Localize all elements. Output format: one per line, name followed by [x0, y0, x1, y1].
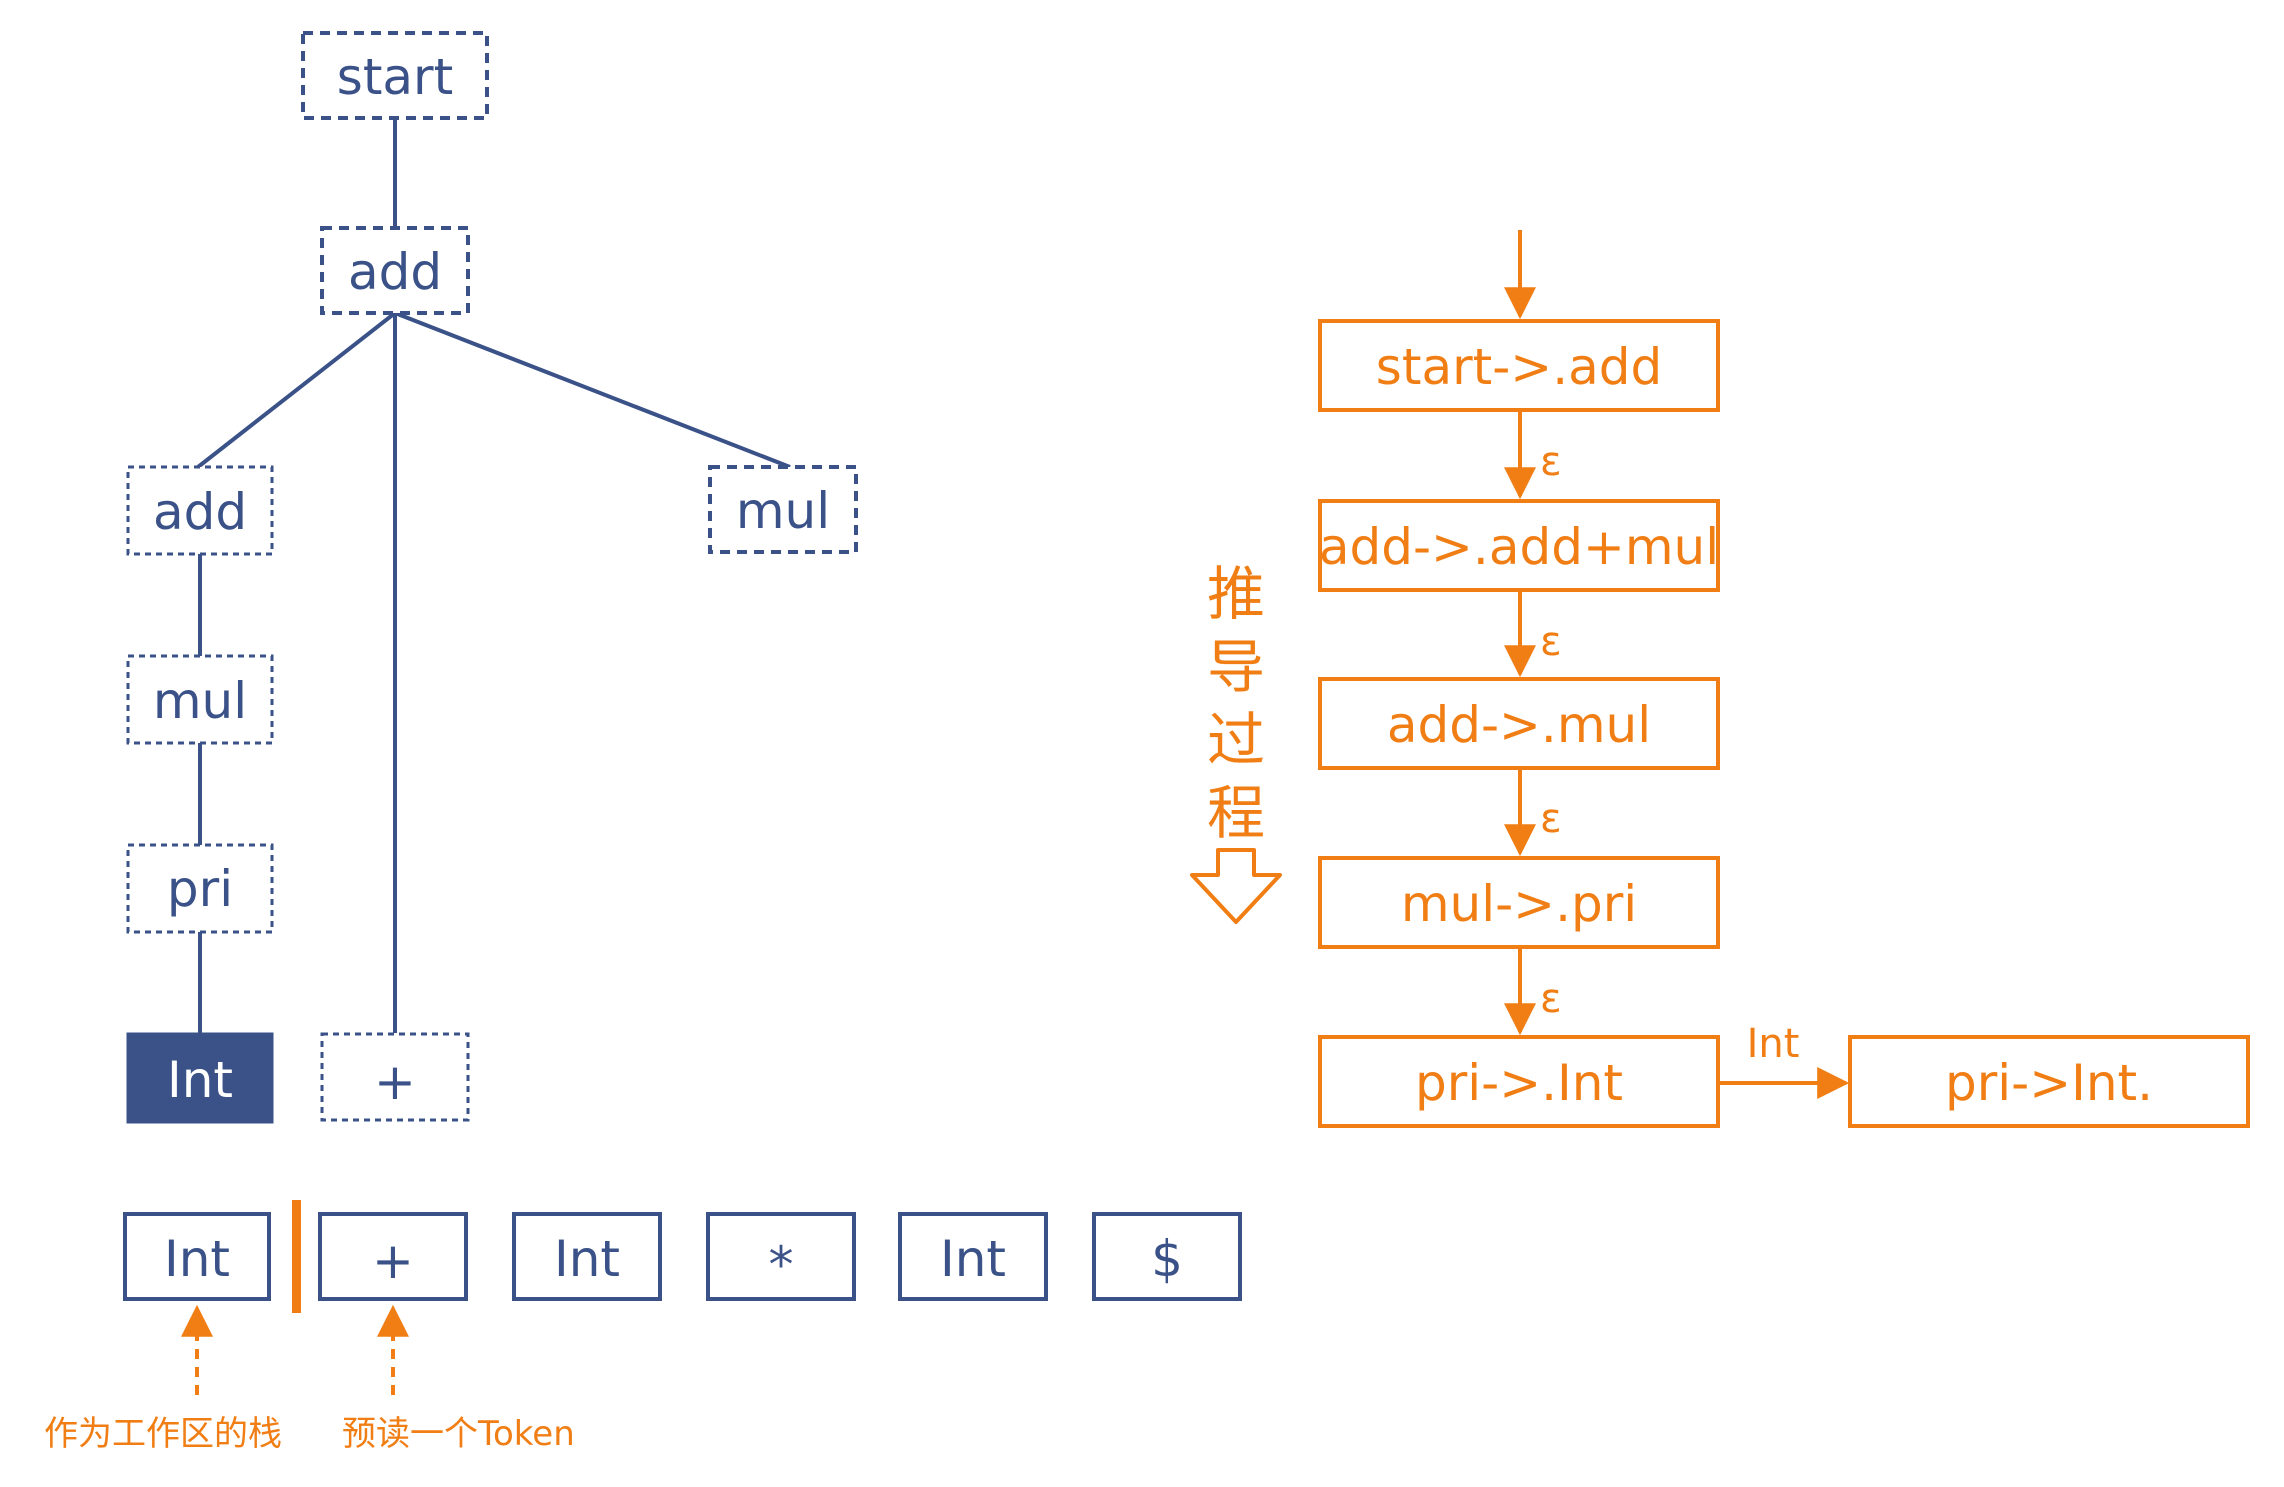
node-pri: pri [126, 843, 274, 934]
state-label: add->.mul [1387, 696, 1651, 754]
state-1: add->.add+mul [1318, 499, 1720, 592]
token-2: Int [512, 1212, 662, 1301]
node-add-child-box [126, 465, 274, 556]
int-transition-label: Int [1747, 1021, 1800, 1067]
node-plus-leaf-box [320, 1032, 470, 1122]
tree-edges [196, 118, 791, 1034]
token-annotations: 作为工作区的栈 预读一个Token [44, 1304, 575, 1454]
state-label: pri->.Int [1415, 1054, 1623, 1112]
node-mul-right-label: mul [736, 482, 830, 540]
token-1: + [318, 1212, 468, 1301]
token-3: * [706, 1212, 856, 1301]
token-label: + [372, 1232, 414, 1290]
node-start-label: start [337, 48, 453, 106]
final-state: pri->Int. [1848, 1035, 2250, 1128]
token-label: * [769, 1236, 794, 1294]
node-mul-left-box [126, 654, 274, 745]
stack-label: 作为工作区的栈 [44, 1414, 282, 1454]
token-0: Int [123, 1212, 271, 1301]
token-box [1092, 1212, 1242, 1301]
edge-add-mul [394, 311, 791, 469]
derivation-chain: start->.add ε add->.add+mul ε add->.mul … [1318, 230, 2250, 1128]
node-int-leaf-label: Int [167, 1051, 233, 1109]
token-box [123, 1212, 271, 1301]
final-state-label: pri->Int. [1945, 1054, 2153, 1112]
node-mul-right: mul [708, 465, 858, 554]
node-pri-box [126, 843, 274, 934]
node-add-child: add [126, 465, 274, 556]
state-label: mul->.pri [1401, 875, 1637, 933]
node-plus-leaf: + [320, 1032, 470, 1122]
state-box [1318, 499, 1720, 592]
token-5: $ [1092, 1212, 1242, 1301]
token-label: $ [1151, 1230, 1183, 1288]
parse-tree: start add add mul mul [126, 31, 858, 1124]
token-label: Int [554, 1230, 620, 1288]
node-int-leaf: Int [126, 1032, 274, 1124]
node-mul-left: mul [126, 654, 274, 745]
node-int-leaf-box [126, 1032, 274, 1124]
node-mul-left-label: mul [153, 672, 247, 730]
node-add-child-label: add [153, 483, 247, 541]
final-state-box [1848, 1035, 2250, 1128]
state-2: add->.mul [1318, 677, 1720, 770]
token-box [318, 1212, 468, 1301]
lookahead-label: 预读一个Token [342, 1414, 575, 1454]
node-plus-leaf-label: + [374, 1053, 416, 1111]
epsilon-label: ε [1540, 796, 1562, 842]
node-add-root: add [320, 226, 470, 315]
epsilon-label: ε [1540, 439, 1562, 485]
token-label: Int [940, 1230, 1006, 1288]
state-4: pri->.Int [1318, 1035, 1720, 1128]
token-stream: Int + Int * Int $ [123, 1200, 1242, 1313]
token-box [706, 1212, 856, 1301]
derivation-direction: 推 导 过 程 [1190, 560, 1282, 924]
state-3: mul->.pri [1318, 856, 1720, 949]
node-start-box [301, 31, 489, 120]
stack-boundary-bar [292, 1200, 301, 1313]
vertical-char: 程 [1207, 779, 1265, 847]
node-mul-right-box [708, 465, 858, 554]
token-4: Int [898, 1212, 1048, 1301]
token-box [898, 1212, 1048, 1301]
edge-add-add [196, 311, 397, 469]
node-add-root-box [320, 226, 470, 315]
token-box [512, 1212, 662, 1301]
node-add-root-label: add [348, 243, 442, 301]
vertical-char: 推 [1207, 560, 1265, 628]
state-0: start->.add [1318, 319, 1720, 412]
vertical-char: 导 [1207, 633, 1265, 701]
vertical-char: 过 [1207, 706, 1265, 774]
epsilon-label: ε [1540, 976, 1562, 1022]
node-start: start [301, 31, 489, 120]
state-box [1318, 1035, 1720, 1128]
state-box [1318, 856, 1720, 949]
state-box [1318, 677, 1720, 770]
state-label: start->.add [1376, 338, 1662, 396]
epsilon-label: ε [1540, 619, 1562, 665]
state-label: add->.add+mul [1319, 518, 1719, 576]
hollow-down-arrow-icon [1190, 848, 1282, 924]
node-pri-label: pri [167, 860, 233, 918]
token-label: Int [164, 1230, 230, 1288]
